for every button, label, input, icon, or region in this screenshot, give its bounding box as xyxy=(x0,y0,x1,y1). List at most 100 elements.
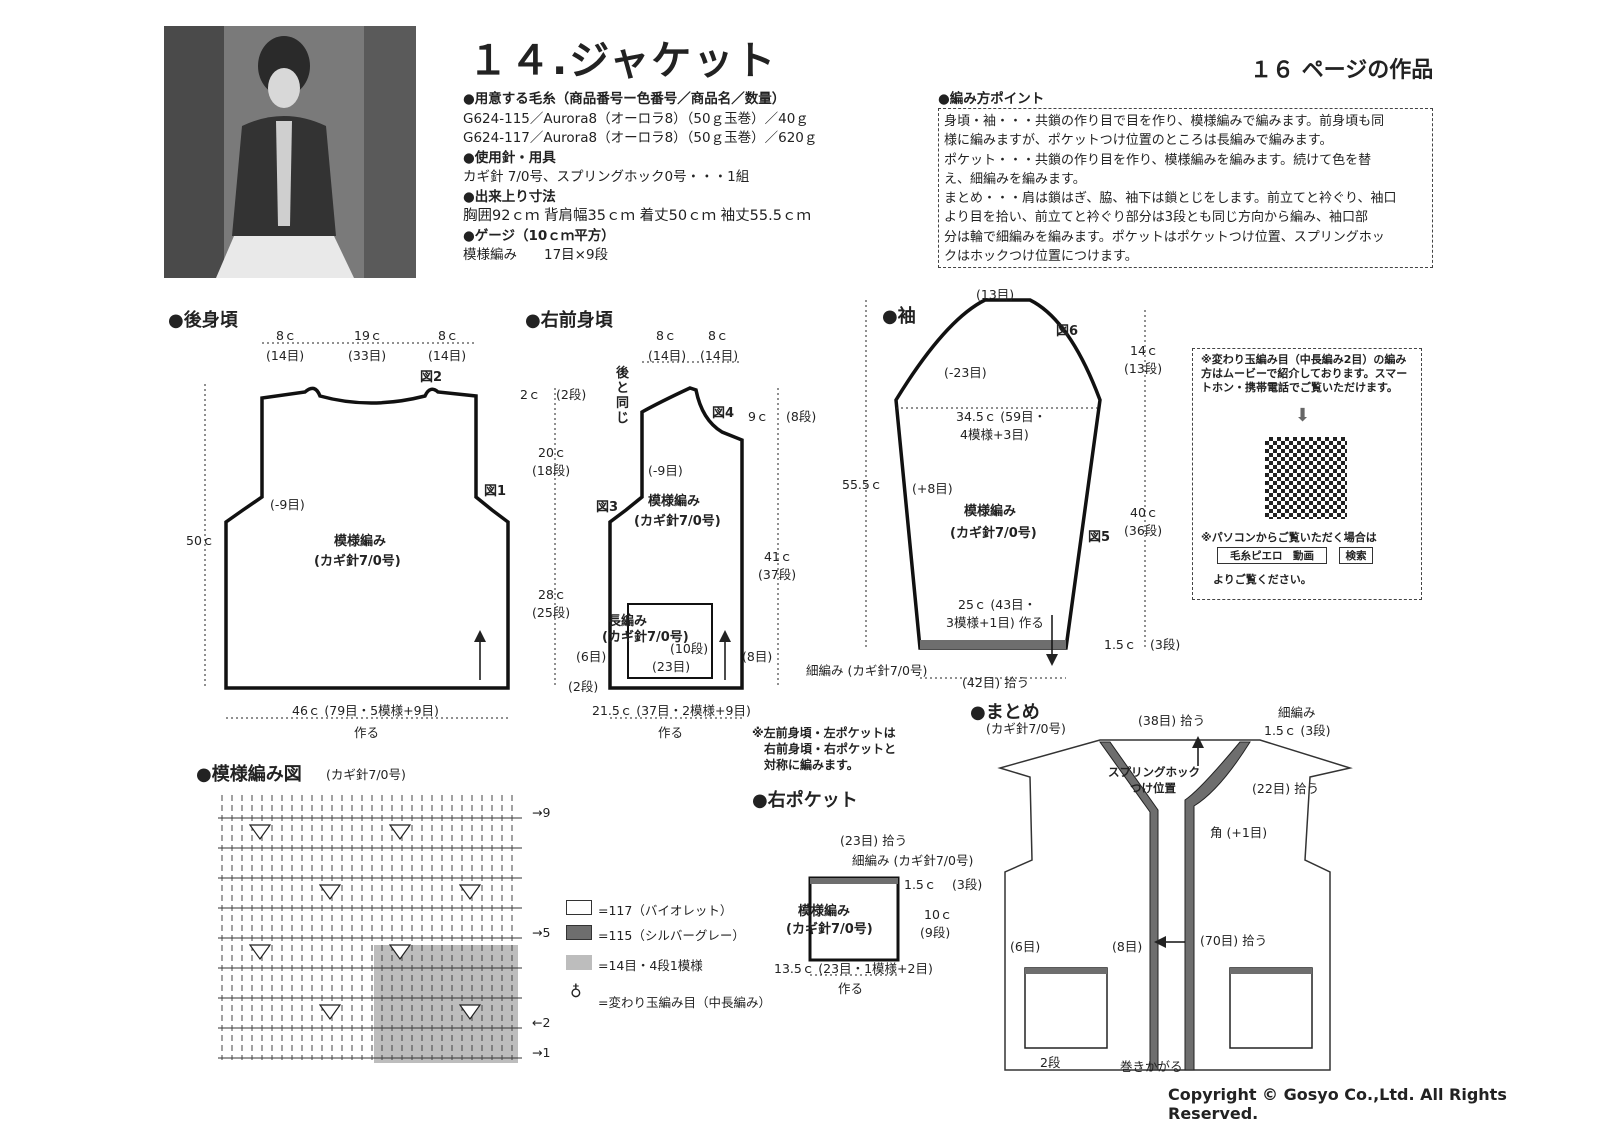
assembly-pick-22: (22目) 拾う xyxy=(1252,781,1320,796)
front-p-23m: (23目) xyxy=(652,659,691,674)
pocket-heading: ●右ポケット xyxy=(752,790,858,811)
pocket-h-dan: (9段) xyxy=(920,925,951,940)
assembly-hook2: つけ位置 xyxy=(1130,781,1176,795)
legend-bobble: =変わり玉編み目（中長編み） xyxy=(598,995,771,1010)
front-r-28c: 28ｃ xyxy=(538,587,567,602)
pocket-edge-c: 1.5ｃ xyxy=(904,877,937,892)
front-fig4: 図4 xyxy=(712,406,735,421)
front-r-9c: 9ｃ xyxy=(748,409,769,424)
assembly-pick-70: (70目) 拾う xyxy=(1200,933,1268,948)
sleeve-h3dan: (3段) xyxy=(1150,637,1181,652)
pattern-heading: ●模様編み図 xyxy=(196,764,302,785)
sleeve-top: (13目) xyxy=(976,287,1015,302)
assembly-hook: スプリングホック xyxy=(1108,765,1200,779)
video-info-box: ※変わり玉編み目（中長編み2目）の編み方はムービーで紹介しております。スマートホ… xyxy=(1192,348,1422,600)
front-p-2dan: (2段) xyxy=(568,679,599,694)
legend-115: =115（シルバーグレー） xyxy=(598,928,745,943)
back-bottom: 46ｃ (79目・5模様+9目) xyxy=(292,703,439,718)
front-r-41c: 41ｃ xyxy=(764,549,793,564)
assembly-pocket-right xyxy=(1229,967,1313,1049)
back-top-right-m: (14目) xyxy=(428,348,467,363)
front-top-left-m: (14目) xyxy=(648,348,687,363)
front-r-20c: 20ｃ xyxy=(538,445,567,460)
sleeve-cuff-pick: (42目) 拾う xyxy=(962,675,1030,690)
front-armhole: (-9目) xyxy=(648,463,683,478)
front-stitch: 模様編み xyxy=(648,494,701,509)
front-p-8m: (8目) xyxy=(742,649,773,664)
right-front-outline xyxy=(608,386,744,690)
back-fig1: 図1 xyxy=(484,484,507,499)
bobble-stitch-icon: ♁ xyxy=(570,982,582,1001)
back-top-right-c: 8ｃ xyxy=(438,328,459,343)
yarn-line-2: G624-117／Aurora8（オーロラ8）（50ｇ玉巻）／620ｇ xyxy=(463,130,818,146)
front-r-18dan: (18段) xyxy=(532,463,571,478)
back-fig2: 図2 xyxy=(420,370,443,385)
pocket-make: 作る xyxy=(838,981,864,996)
assembly-m8: (8目) xyxy=(1112,939,1143,954)
video-info-text: ※変わり玉編み目（中長編み2目）の編み方はムービーで紹介しております。スマートホ… xyxy=(1201,353,1408,394)
yarn-line-1: G624-115／Aurora8（オーロラ8）（50ｇ玉巻）／40ｇ xyxy=(463,110,809,127)
front-r-2dan: (2段) xyxy=(556,387,587,402)
assembly-dan2: 2段 xyxy=(1040,1055,1061,1070)
front-bottom: 21.5ｃ (37目・2模様+9目) xyxy=(592,703,751,718)
jacket-photo-illustration xyxy=(164,26,416,278)
search-field[interactable]: 毛糸ピエロ 動画 xyxy=(1217,547,1327,564)
sleeve-cuff xyxy=(920,640,1066,649)
back-height: 50ｃ xyxy=(186,533,215,548)
legend-repeat-swatch xyxy=(566,955,592,970)
gauge-heading: ●ゲージ（10ｃｍ平方） xyxy=(463,227,615,244)
assembly-edge-size: 1.5ｃ (3段) xyxy=(1264,723,1331,738)
sleeve-fig5: 図5 xyxy=(1088,530,1111,545)
pocket-h-c: 10ｃ xyxy=(924,907,953,922)
pattern-row1: →1 xyxy=(532,1045,551,1060)
front-pocket-stitch: 長編み xyxy=(608,614,648,629)
front-top-right-c: 8ｃ xyxy=(708,328,729,343)
after-text: よりご覧ください。 xyxy=(1213,573,1312,586)
sleeve-fig6: 図6 xyxy=(1056,324,1079,339)
front-top-left-c: 8ｃ xyxy=(656,328,677,343)
pocket-pick: (23目) 拾う xyxy=(840,833,908,848)
assembly-pick-38: (38目) 拾う xyxy=(1138,713,1206,728)
model-photo xyxy=(164,26,416,278)
sleeve-h14c: 14ｃ xyxy=(1130,343,1159,358)
size-heading: ●出来上り寸法 xyxy=(463,188,556,205)
assembly-heading: ●まとめ xyxy=(970,702,1040,723)
back-stitch: 模様編み xyxy=(334,534,387,549)
sleeve-needle: (カギ針7/0号) xyxy=(950,526,1037,541)
front-r-37dan: (37段) xyxy=(758,567,797,582)
sleeve-cuff-width: 25ｃ (43目・ xyxy=(958,597,1037,612)
legend-117-swatch xyxy=(566,900,592,915)
front-needle: (カギ針7/0号) xyxy=(634,514,721,529)
pattern-row9: →9 xyxy=(532,805,551,820)
qr-code-icon[interactable] xyxy=(1265,437,1347,519)
down-arrow-icon: ⬇ xyxy=(1295,405,1311,426)
sleeve-width: 34.5ｃ (59目・ xyxy=(956,409,1047,424)
back-top-mid-m: (33目) xyxy=(348,348,387,363)
search-button[interactable]: 検索 xyxy=(1339,547,1373,564)
sleeve-h13dan: (13段) xyxy=(1124,361,1163,376)
materials-block: ●用意する毛糸（商品番号ー色番号／商品名／数量） G624-115／Aurora… xyxy=(463,90,817,266)
sleeve-cap-dec: (-23目) xyxy=(944,365,987,380)
front-pocket-position xyxy=(627,603,713,679)
front-r-8dan: (8段) xyxy=(786,409,817,424)
assembly-outline xyxy=(997,739,1353,1071)
sleeve-heading: ●袖 xyxy=(882,306,916,327)
needle-heading: ●使用針・用具 xyxy=(463,149,556,166)
legend-repeat: =14目・4段1模様 xyxy=(598,958,703,973)
size-line: 胸囲92ｃｍ 背肩幅35ｃｍ 着丈50ｃｍ 袖丈55.5ｃｍ xyxy=(463,208,811,224)
back-body-outline xyxy=(224,386,510,690)
legend-117: =117（バイオレット） xyxy=(598,903,733,918)
back-heading: ●後身頃 xyxy=(168,310,238,331)
assembly-m6: (6目) xyxy=(1010,939,1041,954)
assembly-edge-label: 細編み xyxy=(1278,705,1316,720)
front-top-right-m: (14目) xyxy=(700,348,739,363)
copyright: Copyright © Gosyo Co.,Ltd. All Rights Re… xyxy=(1168,1085,1507,1123)
stitch-chart xyxy=(218,795,522,1063)
sleeve-stitch: 模様編み xyxy=(964,504,1017,519)
front-band-left xyxy=(1099,741,1159,1071)
page-title: １４.ジャケット xyxy=(468,38,778,84)
pocket-edge: 細編み (カギ針7/0号) xyxy=(852,853,974,868)
assembly-whip: 巻きかがる xyxy=(1120,1059,1183,1074)
points-block: ●編み方ポイント xyxy=(938,90,1044,110)
